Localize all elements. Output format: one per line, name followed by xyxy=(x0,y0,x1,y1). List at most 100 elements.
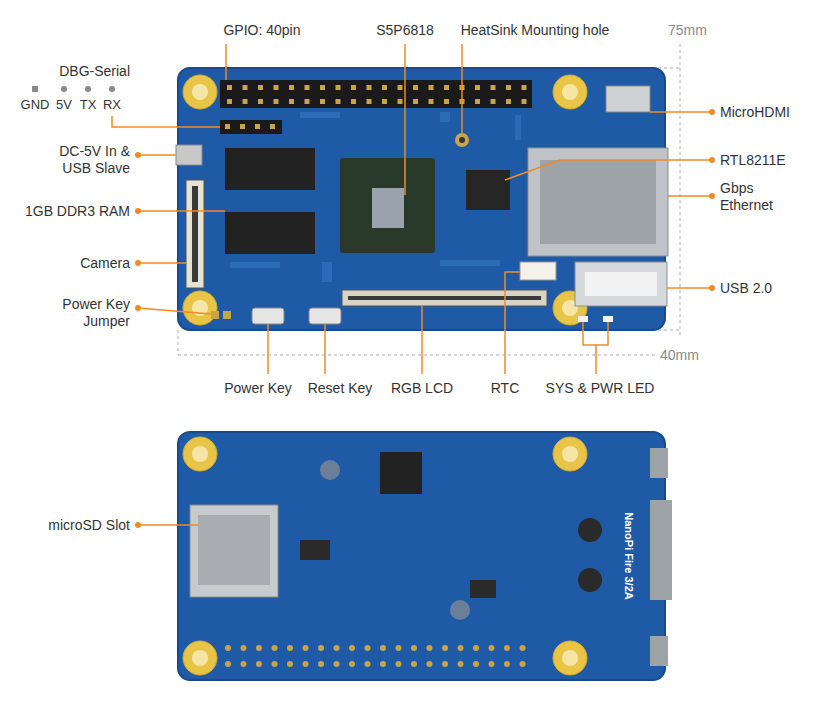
pin xyxy=(504,661,510,667)
dimension-label: 40mm xyxy=(660,347,699,364)
pin xyxy=(255,124,260,129)
part-label: DBG-Serial xyxy=(59,63,130,80)
pin xyxy=(367,85,372,90)
pin xyxy=(334,661,340,667)
pin xyxy=(429,99,434,104)
pin xyxy=(258,85,263,90)
pin xyxy=(444,99,449,104)
pin xyxy=(458,645,464,651)
part-label: RGB LCD xyxy=(391,380,453,397)
pin xyxy=(320,99,325,104)
part-label: GPIO: 40pin xyxy=(223,22,300,39)
ram-chip xyxy=(225,148,315,190)
pin xyxy=(351,85,356,90)
pin xyxy=(287,645,293,651)
part-label: Camera xyxy=(80,255,130,272)
pin xyxy=(365,661,371,667)
silkscreen-text: NanoPi Fire 3/2A xyxy=(620,512,637,599)
pin xyxy=(367,99,372,104)
pin xyxy=(520,645,526,651)
pin xyxy=(475,85,480,90)
power-button xyxy=(252,308,284,324)
pin xyxy=(489,661,495,667)
pin xyxy=(520,661,526,667)
lcd-connector xyxy=(342,290,547,306)
pin-name: TX xyxy=(80,96,97,113)
mounting-holes xyxy=(183,75,587,325)
pin xyxy=(243,85,248,90)
pin xyxy=(506,85,511,90)
pin xyxy=(274,99,279,104)
pin xyxy=(243,99,248,104)
part-label: microSD Slot xyxy=(48,517,130,534)
microsd-slot xyxy=(190,505,278,597)
gpio-header xyxy=(220,80,532,108)
pin xyxy=(274,85,279,90)
pin xyxy=(320,85,325,90)
part-label: Power Key Jumper xyxy=(50,296,130,330)
pin xyxy=(241,645,247,651)
pin xyxy=(398,85,403,90)
pin xyxy=(305,99,310,104)
pin xyxy=(382,99,387,104)
pin xyxy=(336,99,341,104)
pin xyxy=(318,661,324,667)
pin xyxy=(475,99,480,104)
pin xyxy=(272,645,278,651)
part-label: USB 2.0 xyxy=(720,280,772,297)
part-label: S5P6818 xyxy=(376,22,434,39)
pin xyxy=(349,645,355,651)
pin xyxy=(396,645,402,651)
usb-port xyxy=(575,262,667,306)
rtc-connector xyxy=(520,262,556,280)
pin xyxy=(506,99,511,104)
pin xyxy=(272,661,278,667)
pin xyxy=(473,645,479,651)
part-label: 1GB DDR3 RAM xyxy=(25,203,130,220)
part-label: Power Key xyxy=(224,380,292,397)
board-bottom xyxy=(178,432,672,680)
reset-button xyxy=(309,308,341,324)
pin xyxy=(227,99,232,104)
pin xyxy=(225,645,231,651)
pin xyxy=(241,661,247,667)
pin xyxy=(489,645,495,651)
pin xyxy=(303,645,309,651)
debug-pins xyxy=(225,124,275,129)
part-label: Gbps Ethernet xyxy=(720,180,782,214)
ram-chip xyxy=(225,212,315,254)
pin xyxy=(522,99,527,104)
pin xyxy=(303,661,309,667)
dimension-label: 75mm xyxy=(668,22,707,39)
part-label: RTL8211E xyxy=(720,152,786,169)
pin xyxy=(442,645,448,651)
pin xyxy=(287,661,293,667)
pin-name: GND xyxy=(21,96,50,113)
pin xyxy=(318,645,324,651)
pin xyxy=(258,99,263,104)
part-label: MicroHDMI xyxy=(720,104,790,121)
led xyxy=(578,316,588,322)
leader-dots xyxy=(135,109,715,528)
pin xyxy=(491,99,496,104)
pin xyxy=(504,645,510,651)
pin xyxy=(334,645,340,651)
dimension-lines xyxy=(178,44,680,355)
pin xyxy=(491,85,496,90)
pin xyxy=(351,99,356,104)
gpio-pins xyxy=(227,85,527,104)
soc-chip xyxy=(340,158,435,253)
pin xyxy=(336,85,341,90)
pin xyxy=(225,124,230,129)
gpio-pins xyxy=(225,645,526,667)
pin xyxy=(225,661,231,667)
leader-lines xyxy=(112,44,712,525)
pin xyxy=(429,85,434,90)
pin xyxy=(413,99,418,104)
part-label: HeatSink Mounting hole xyxy=(461,22,610,39)
pin xyxy=(305,85,310,90)
part-label: SYS & PWR LED xyxy=(546,380,655,397)
led xyxy=(603,316,613,322)
